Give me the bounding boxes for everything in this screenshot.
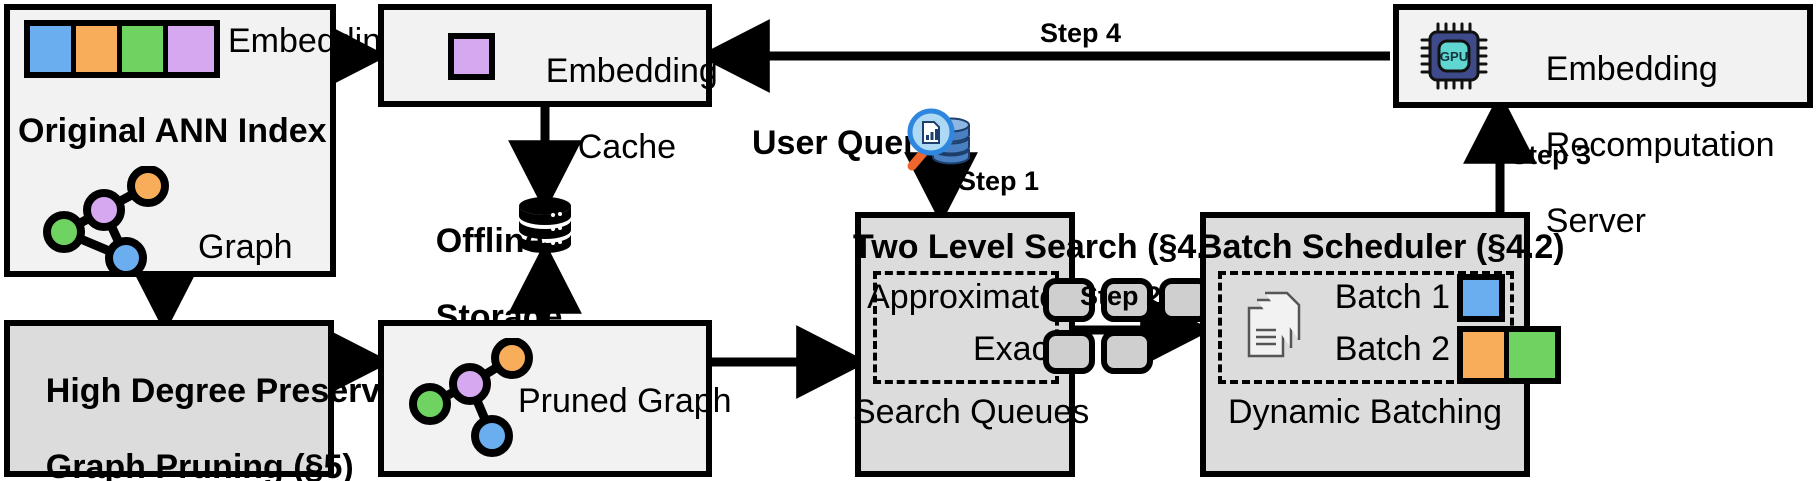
graph-label: Graph [198,228,293,266]
exact-queue-slots [1043,330,1153,374]
embedding-cache-box [378,4,712,107]
graph-pruning-line1: High Degree Preserving [45,372,432,411]
dynamic-batching-footer: Dynamic Batching [1227,393,1502,431]
step-2-label: Step 2 [1080,281,1162,311]
approximate-row-label: Approximate [867,278,1058,316]
batch-2-chip-green [1509,332,1555,378]
embedding-cache-title-line2: Cache [577,128,677,167]
gpu-icon-text: GPU [1440,49,1468,64]
two-level-search-title: Two Level Search (§4.1) [853,228,1236,266]
recompute-server-title: Embedding Recomputation Server [1508,12,1775,279]
approximate-queue-slots [1043,278,1211,322]
embedding-chip-blue [30,26,76,72]
recompute-server-line2: Recomputation [1545,126,1775,165]
batch-1-chip-blue [1457,274,1505,322]
documents-icon [1247,291,1301,358]
embedding-chip-orange [76,26,122,72]
embedding-chip-green [122,26,168,72]
search-queues-footer: Search Queues [853,393,1090,431]
graph-pruning-title: High Degree Preserving Graph Pruning (§5… [8,334,431,481]
embedding-cache-title-line1: Embedding [545,52,718,91]
embedding-cache-chip [448,33,495,80]
pruned-graph-illustration [409,338,533,457]
batch-2-chip-orange [1463,332,1509,378]
two-level-search-box [855,212,1075,477]
pruned-graph-label: Pruned Graph [518,382,732,420]
batch-2-chip-strip [1457,326,1561,384]
step-4-label: Step 4 [1040,18,1122,48]
original-ann-index-title: Original ANN Index [18,112,327,150]
search-queues-dashed-region [873,271,1059,384]
embedding-cache-title: Embedding Cache [508,14,718,204]
search-database-icon [907,108,970,171]
approximate-slot-2[interactable] [1101,278,1153,322]
batch-scheduler-title: Batch Scheduler (§4.2) [1198,228,1565,266]
embedding-chip-strip [24,20,220,78]
exact-slot-1[interactable] [1043,330,1095,374]
graph-pruning-box [4,320,334,477]
embedding-label: Embedding [228,22,401,60]
step-1-label: Step 1 [958,166,1040,196]
database-icon [519,197,571,253]
recompute-server-line1: Embedding [1545,50,1718,89]
batch-1-label: Batch 1 [1334,278,1450,316]
exact-slot-2[interactable] [1101,330,1153,374]
embedding-chip-purple [168,26,214,72]
original-graph-illustration [43,166,169,272]
approximate-slot-1[interactable] [1043,278,1095,322]
exact-row-label: Exact [972,330,1058,368]
recompute-server-line3: Server [1545,202,1646,241]
gpu-icon: GPU [1420,22,1488,90]
batch-2-label: Batch 2 [1334,330,1450,368]
graph-pruning-line2: Graph Pruning (§5) [45,448,354,481]
step-3-label: Step 3 [1510,140,1592,170]
